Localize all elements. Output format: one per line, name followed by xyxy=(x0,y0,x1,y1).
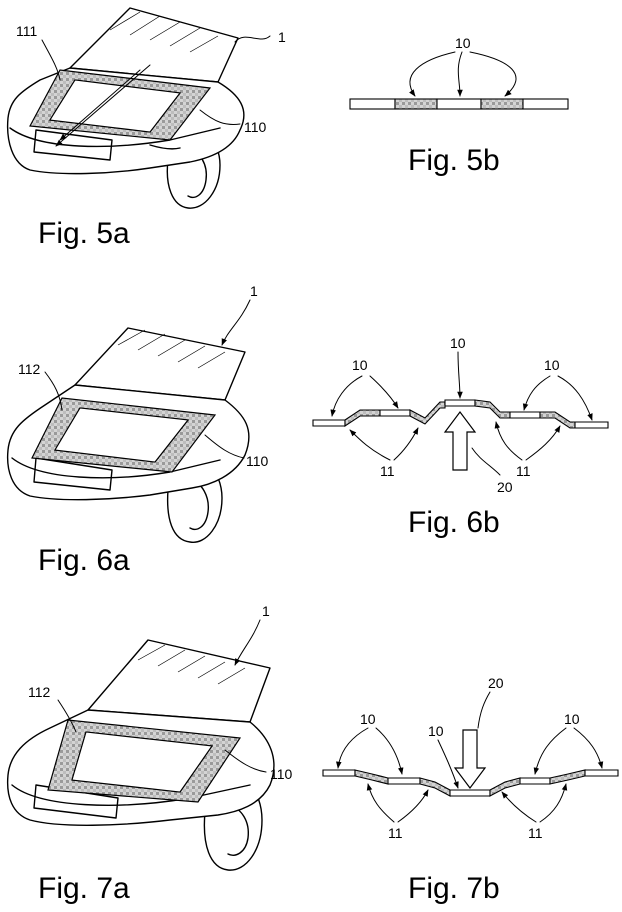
fig7a-vehicle xyxy=(6,639,275,871)
fig5a-vehicle xyxy=(6,7,245,209)
fig5a-label-111: 111 xyxy=(16,23,37,39)
fig7b-label-10-center: 10 xyxy=(428,723,444,739)
fig7b-strip xyxy=(322,729,619,797)
fig5a-caption: Fig. 5a xyxy=(38,217,130,250)
fig6b-label-10-center: 10 xyxy=(450,335,466,351)
fig7a-label-110: 110 xyxy=(270,766,293,782)
fig6b-strip xyxy=(312,399,609,471)
fig5b-label-10: 10 xyxy=(455,35,471,51)
fig6a-vehicle xyxy=(6,327,250,543)
fig6b-label-11-left: 11 xyxy=(380,463,395,479)
fig5b-strip xyxy=(349,98,569,110)
fig7b-label-10-left: 10 xyxy=(360,711,376,727)
fig7a-leaders xyxy=(57,619,267,773)
fig5a-label-110: 110 xyxy=(244,119,267,135)
fig7b-caption: Fig. 7b xyxy=(408,872,500,905)
fig6b-label-11-right: 11 xyxy=(516,463,531,479)
fig7a-label-vehicle: 1 xyxy=(262,603,270,619)
fig7b-label-11-right: 11 xyxy=(528,825,543,841)
fig6a-label-112: 112 xyxy=(18,361,41,377)
fig6a-leaders xyxy=(44,299,251,459)
fig6a-caption: Fig. 6a xyxy=(38,544,130,577)
fig7b-label-11-left: 11 xyxy=(388,825,403,841)
fig6b-leaders xyxy=(330,351,593,476)
fig6b-label-20: 20 xyxy=(497,479,513,495)
fig7b-leaders xyxy=(336,691,604,823)
fig7b-label-10-right: 10 xyxy=(564,711,580,727)
fig6a-label-110: 110 xyxy=(246,453,269,469)
fig5a-label-vehicle: 1 xyxy=(278,29,286,45)
fig6b-label-10-right: 10 xyxy=(544,357,560,373)
fig7a-caption: Fig. 7a xyxy=(38,872,130,905)
fig5b-leaders xyxy=(409,51,517,97)
fig6a-label-vehicle: 1 xyxy=(250,283,258,299)
fig6b-label-10-left: 10 xyxy=(352,357,368,373)
fig7a-label-112: 112 xyxy=(28,684,51,700)
fig5b-caption: Fig. 5b xyxy=(408,144,500,177)
fig7b-label-20: 20 xyxy=(488,675,504,691)
fig5a-leaders xyxy=(41,35,271,125)
fig6b-caption: Fig. 6b xyxy=(408,506,500,539)
